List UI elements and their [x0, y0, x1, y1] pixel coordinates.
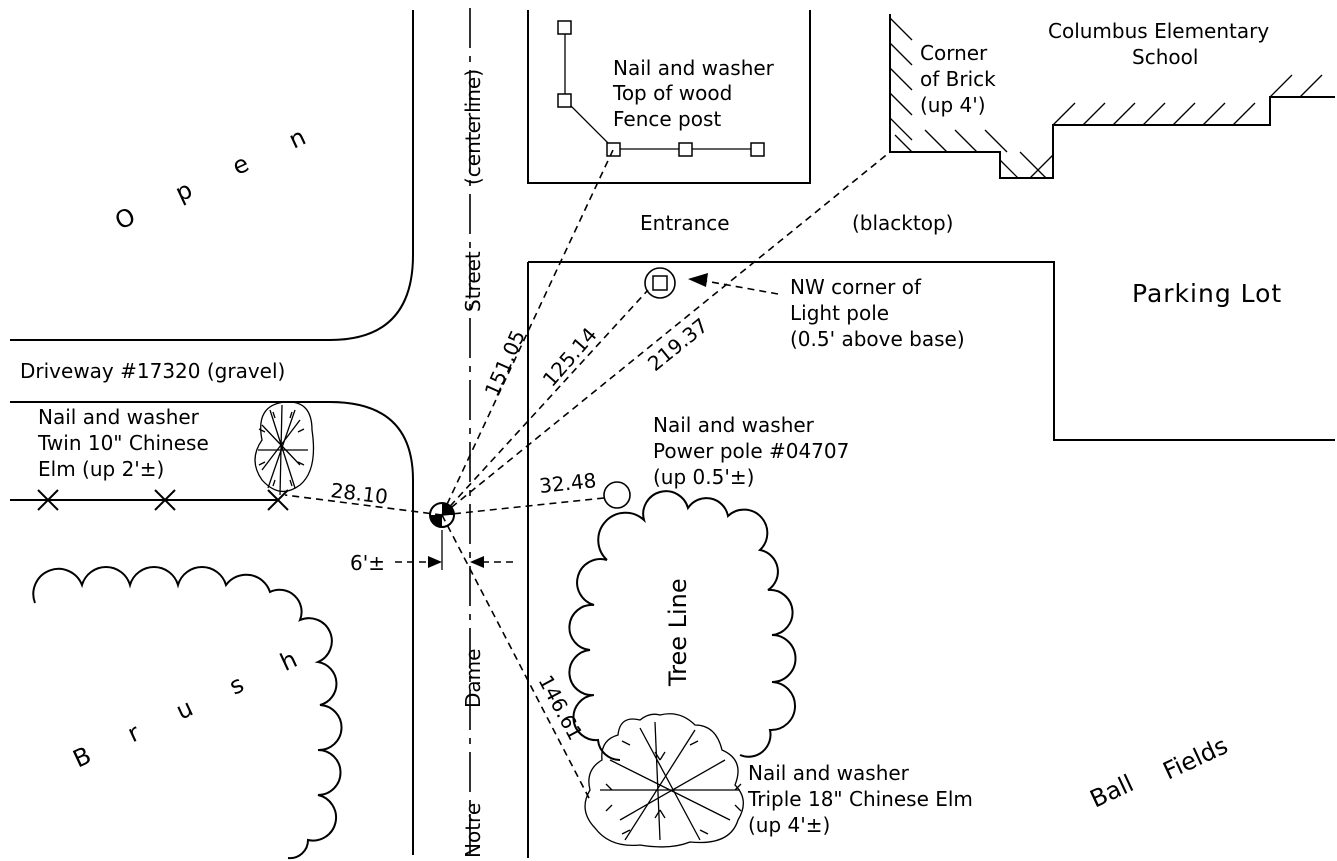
open-label: O p e n	[111, 114, 329, 235]
triple-elm-note-line3: (up 4'±)	[748, 813, 830, 837]
triple-elm-tree-icon	[584, 713, 744, 848]
power-pole-icon	[603, 481, 631, 509]
offset-dimension	[395, 530, 515, 570]
school-label-line2: School	[1132, 45, 1198, 69]
offset-label: 6'±	[350, 551, 385, 575]
blacktop-label: (blacktop)	[852, 211, 953, 235]
twin-elm-note-line3: Elm (up 2'±)	[38, 457, 164, 481]
centerline-label: (centerline)	[461, 69, 485, 185]
fence-post-icon	[678, 142, 693, 157]
power-note-line1: Nail and washer	[653, 413, 815, 437]
school-building	[889, 14, 1335, 179]
fence-post-icon	[750, 142, 765, 157]
triple-elm-note-line2: Triple 18" Chinese Elm	[747, 787, 973, 811]
driveway-fence	[10, 489, 289, 511]
school-label-line1: Columbus Elementary	[1048, 19, 1269, 43]
brick-note-line2: of Brick	[920, 67, 996, 91]
distance-brick: 219.37	[643, 313, 712, 376]
brush-scallops	[32, 566, 343, 860]
distance-light: 125.14	[538, 323, 602, 392]
distance-power: 32.48	[538, 468, 597, 498]
brick-note-line1: Corner	[920, 41, 988, 65]
twin-elm-note-line2: Twin 10" Chinese	[37, 431, 209, 455]
light-note-line3: (0.5' above base)	[790, 327, 965, 351]
light-pole-icon	[644, 267, 676, 299]
brush-label: B r u s h	[69, 637, 318, 773]
light-note-line2: Light pole	[790, 301, 889, 325]
ball-label: Ball	[1086, 769, 1138, 813]
triple-elm-note-line1: Nail and washer	[748, 761, 910, 785]
parking-lot-label: Parking Lot	[1132, 279, 1282, 308]
driveway-label: Driveway #17320 (gravel)	[20, 359, 285, 383]
tree-line-label: Tree Line	[664, 578, 692, 687]
twin-elm-note-line1: Nail and washer	[38, 405, 200, 429]
fence-post-icon	[557, 20, 572, 35]
fence-post-target-icon	[606, 142, 621, 157]
dame-label: Dame	[461, 649, 485, 708]
entrance-label: Entrance	[640, 211, 730, 235]
light-pole-arrow	[688, 273, 779, 295]
fields-label: Fields	[1159, 731, 1232, 785]
twin-elm-tree-icon	[254, 401, 315, 496]
parking-lot-outline	[528, 261, 1335, 441]
fence-note-line2: Top of wood	[612, 81, 732, 105]
light-note-line1: NW corner of	[790, 275, 922, 299]
street-label: Street	[461, 251, 485, 312]
distance-fence: 151.05	[480, 326, 530, 400]
tree-line-scallops	[568, 490, 797, 762]
notre-label: Notre	[461, 803, 485, 858]
distance-twin-elm: 28.10	[329, 478, 389, 509]
fence-note-line3: Fence post	[613, 107, 721, 131]
tie-lines	[284, 149, 891, 801]
power-note-line3: (up 0.5'±)	[653, 465, 754, 489]
fence-note-line1: Nail and washer	[613, 56, 775, 80]
brick-note-line3: (up 4')	[920, 93, 986, 117]
power-note-line2: Power pole #04707	[653, 439, 849, 463]
fence-yard	[527, 10, 811, 184]
notre-dame-street	[10, 8, 529, 860]
fence-post-icon	[557, 93, 572, 108]
